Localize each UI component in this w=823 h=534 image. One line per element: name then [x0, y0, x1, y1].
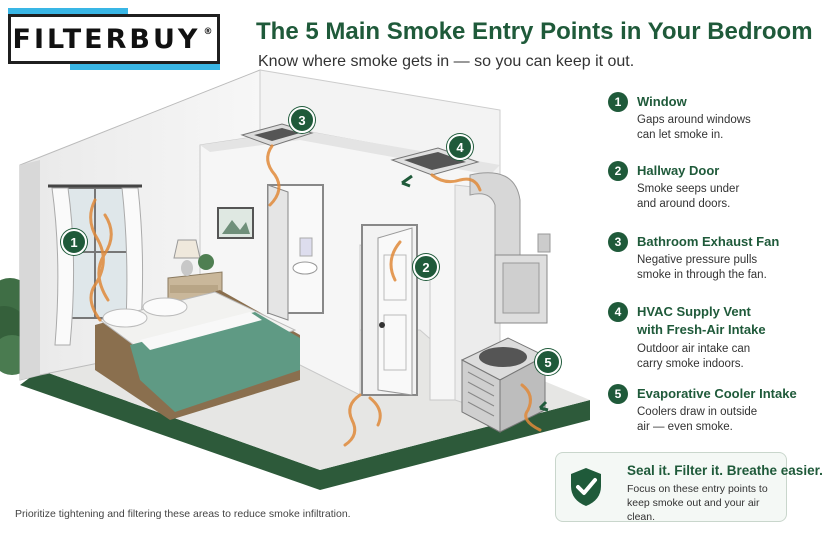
legend-description: Negative pressure pulls smoke in through…	[637, 254, 767, 281]
legend-description: Coolers draw in outside air — even smoke…	[637, 406, 758, 433]
floor-base	[20, 370, 590, 490]
legend-title: Evaporative Cooler Intake	[637, 386, 797, 401]
badge-4: 4	[447, 134, 473, 160]
page-subtitle: Know where smoke gets in — so you can ke…	[258, 53, 635, 70]
legend-title: Bathroom Exhaust Fan	[637, 234, 780, 249]
brand-registered-mark: ®	[203, 27, 216, 37]
callout-body: Focus on these entry points to keep smok…	[627, 483, 768, 523]
smoke-wisps	[89, 144, 542, 447]
shield-check-icon	[571, 468, 601, 506]
legend-title: Window	[637, 94, 687, 109]
legend-number: 4	[608, 302, 628, 322]
left-wall-edge	[20, 160, 40, 380]
page-title: The 5 Main Smoke Entry Points in Your Be…	[256, 18, 813, 45]
legend-title: Hallway Door	[637, 163, 720, 178]
legend-title: HVAC Supply Vent with Fresh-Air Intake	[637, 304, 766, 337]
legend-number: 3	[608, 232, 628, 252]
badge-2: 2	[413, 254, 439, 280]
legend-description: Smoke seeps under and around doors.	[637, 183, 740, 210]
cooler-arrow	[538, 400, 549, 412]
legend-description: Gaps around windows can let smoke in.	[637, 114, 751, 141]
bed	[95, 290, 300, 420]
evaporative-cooler	[460, 337, 547, 433]
callout-title: Seal it. Filter it. Breathe easier.	[627, 463, 823, 478]
tip-callout: Seal it. Filter it. Breathe easier. Focu…	[555, 452, 823, 523]
footer-note: Prioritize tightening and filtering thes…	[15, 508, 351, 520]
badge-3: 3	[289, 107, 315, 133]
legend-number: 5	[608, 384, 628, 404]
legend-number: 1	[608, 92, 628, 112]
brand-logo: FILTERBUY ®	[8, 8, 220, 70]
vent-arrow	[401, 174, 413, 188]
bedroom-illustration	[0, 69, 590, 490]
hallway-door	[361, 224, 418, 396]
hvac-vent	[390, 147, 551, 324]
badge-1: 1	[61, 229, 87, 255]
brand-name: FILTERBUY	[12, 23, 201, 55]
badge-5: 5	[535, 349, 561, 375]
legend-description: Outdoor air intake can carry smoke indoo…	[637, 343, 751, 370]
bathroom-doorway	[267, 184, 324, 321]
legend-number: 2	[608, 161, 628, 181]
